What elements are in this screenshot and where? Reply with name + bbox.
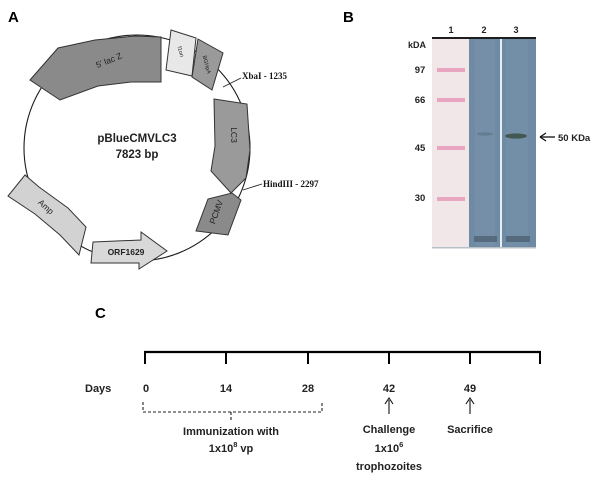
hindiii-leader — [242, 183, 263, 191]
immunization-dose-unit: vp — [237, 443, 253, 455]
blot-top-edge — [432, 37, 536, 39]
marker-label-30: 30 — [415, 193, 426, 204]
immunization-label: Immunization with — [183, 426, 279, 438]
marker-label-45: 45 — [415, 143, 426, 154]
challenge-unit: trophozoites — [356, 461, 422, 473]
lane-3-label: 3 — [513, 25, 518, 35]
lane-2-streak — [475, 40, 495, 246]
challenge-dose: 1x106 — [375, 440, 404, 455]
challenge-dose-exp: 6 — [399, 440, 403, 449]
marker-band-97 — [437, 68, 465, 72]
sacrifice-arrow-head — [465, 397, 475, 405]
marker-band-45 — [437, 146, 465, 150]
lane-2-faint-band — [477, 132, 493, 136]
tick-label-49: 49 — [464, 383, 476, 395]
blot-bottom-edge — [432, 247, 536, 249]
lane-3-streak — [506, 40, 528, 246]
immunization-dose-exp: 8 — [233, 440, 237, 449]
xbai-leader — [222, 77, 242, 88]
lane-divider — [500, 38, 502, 248]
lc3-band — [505, 133, 527, 139]
panel-a-letter: A — [8, 9, 19, 26]
immunization-dose: 1x108 vp — [209, 440, 254, 455]
panel-c-letter: C — [95, 305, 106, 322]
blot-membrane — [469, 38, 536, 248]
panel-a: A 5' lac Z f1ori BGHpA LC3 PCMV ORF1629 … — [7, 9, 319, 270]
lc3-label: LC3 — [229, 127, 239, 143]
plasmid-size: 7823 bp — [116, 149, 159, 161]
lane-1-label: 1 — [448, 25, 453, 35]
lane-2-label: 2 — [481, 25, 486, 35]
bghpa-segment — [191, 38, 224, 91]
panel-c: C Days 0 14 28 42 49 Immunization with 1… — [85, 305, 541, 473]
marker-band-66 — [437, 98, 465, 102]
days-label: Days — [85, 383, 111, 395]
marker-label-97: 97 — [415, 65, 426, 76]
marker-band-30 — [437, 197, 465, 201]
bghpa-label: BGHpA — [201, 55, 212, 75]
lacz-arrow — [29, 35, 162, 101]
panel-b: B kDA 1 2 3 97 66 45 30 50 KDa — [343, 9, 591, 249]
challenge-arrow-head — [384, 397, 394, 405]
plasmid-name: pBlueCMVLC3 — [97, 133, 176, 145]
immunization-bracket — [142, 402, 323, 413]
tick-label-28: 28 — [302, 383, 314, 395]
challenge-dose-base: 1x10 — [375, 443, 399, 455]
lane-3-bottom-band — [506, 236, 530, 242]
orf-label: ORF1629 — [108, 247, 145, 257]
sacrifice-label: Sacrifice — [447, 424, 493, 436]
orf-arrow — [90, 231, 168, 270]
immunization-dose-base: 1x10 — [209, 443, 233, 455]
hindiii-label: HindIII - 2297 — [263, 179, 319, 189]
tick-label-0: 0 — [143, 383, 149, 395]
tick-label-42: 42 — [383, 383, 395, 395]
panel-b-letter: B — [343, 9, 354, 26]
challenge-label: Challenge — [363, 424, 416, 436]
tick-label-14: 14 — [220, 383, 233, 395]
pcmv-arrow — [195, 192, 242, 236]
kda-header: kDA — [408, 40, 427, 50]
f1ori-label: f1ori — [176, 46, 185, 58]
lc3-arrow — [210, 98, 251, 194]
band-arrow-head — [539, 132, 547, 142]
xbai-label: XbaI - 1235 — [242, 71, 288, 81]
band-label: 50 KDa — [558, 133, 591, 144]
marker-label-66: 66 — [415, 95, 426, 106]
amp-arrow — [7, 174, 87, 257]
lane-2-bottom-band — [474, 236, 497, 242]
marker-lane — [432, 38, 469, 248]
